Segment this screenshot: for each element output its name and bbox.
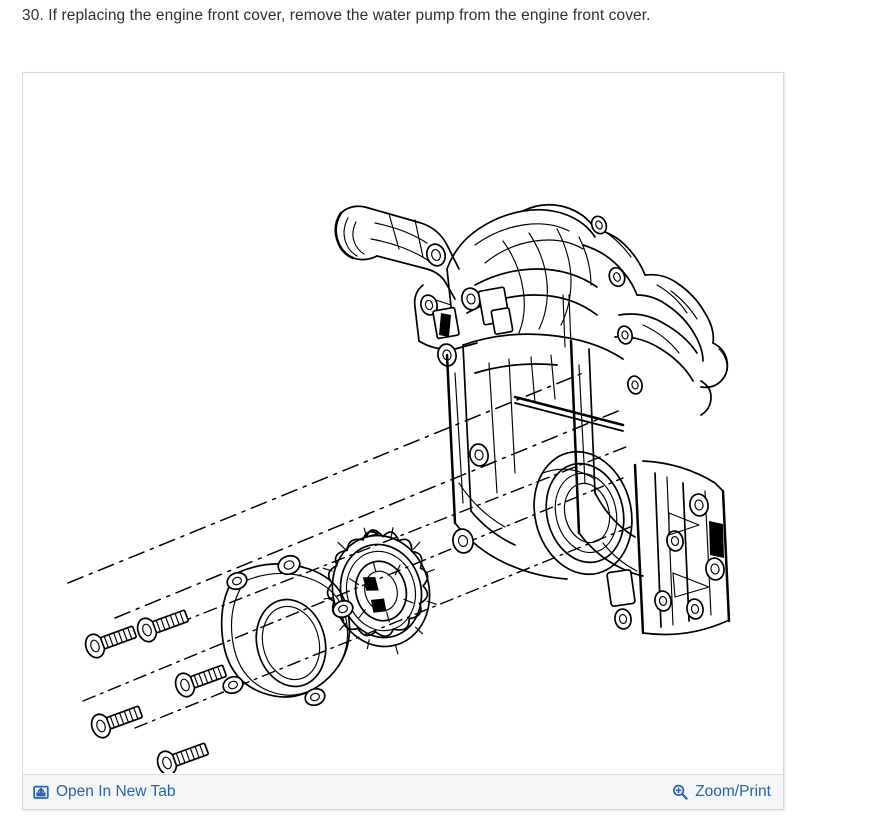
figure-image-viewport[interactable]: .ln { fill:none; stroke:#000; stroke-wid… [23,73,783,775]
figure-action-bar: Open In New Tab Zoom/Print [23,774,783,809]
zoom-print-link[interactable]: Zoom/Print [672,784,771,801]
open-in-new-tab-icon [33,784,49,800]
diagram-line-art [67,203,731,773]
zoom-print-label: Zoom/Print [695,782,771,800]
pump-backing-plate [220,554,354,707]
open-in-new-tab-label: Open In New Tab [56,782,176,800]
figure-panel: .ln { fill:none; stroke:#000; stroke-wid… [22,72,784,810]
engine-front-cover-exploded-diagram: .ln { fill:none; stroke:#000; stroke-wid… [67,203,731,773]
assembly-centerlines [67,372,636,729]
open-in-new-tab-link[interactable]: Open In New Tab [33,784,175,801]
engine-front-cover [445,286,731,636]
cover-right-block [633,460,731,636]
mounting-bolts [84,609,227,773]
water-pump-housing [334,203,729,416]
magnifier-plus-icon [672,784,688,800]
step-instruction-text: 30. If replacing the engine front cover,… [22,7,651,24]
front-cover-seal-bore [533,450,633,576]
